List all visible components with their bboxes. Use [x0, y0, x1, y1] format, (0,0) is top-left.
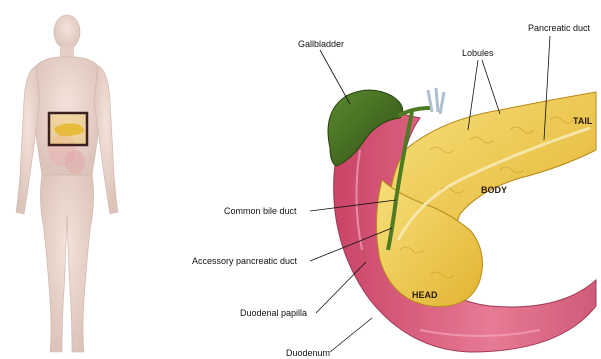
- label-duodenal-papilla: Duodenal papilla: [240, 308, 307, 318]
- label-gallbladder: Gallbladder: [298, 39, 344, 49]
- pancreas-illustration: [328, 88, 596, 352]
- label-common-bile-duct: Common bile duct: [224, 206, 297, 216]
- label-body: BODY: [481, 185, 507, 195]
- label-tail: TAIL: [573, 116, 593, 126]
- label-accessory-pancreatic-duct: Accessory pancreatic duct: [192, 256, 298, 266]
- human-figure: [16, 15, 118, 352]
- label-lobules: Lobules: [462, 48, 494, 58]
- label-head: HEAD: [412, 290, 438, 300]
- label-duodenum: Duodenum: [286, 348, 330, 358]
- label-pancreatic-duct: Pancreatic duct: [528, 23, 591, 33]
